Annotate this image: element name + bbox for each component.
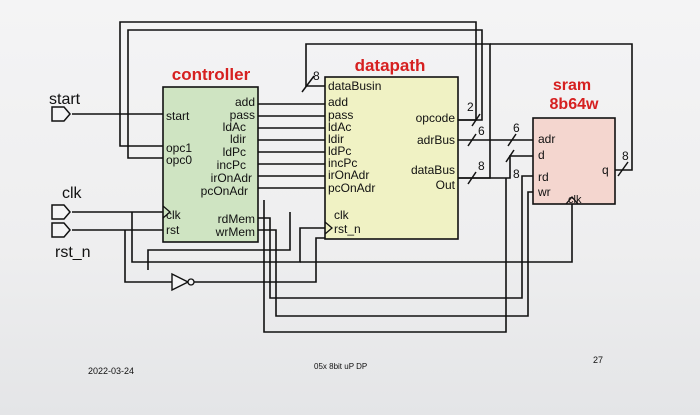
controller-pin-ldac: ldAc: [223, 120, 246, 134]
controller-input-pins: start opc1 opc0 clk rst: [166, 109, 192, 237]
datapath-pin-out: Out: [436, 178, 456, 192]
datapath-pin-clk: clk: [334, 208, 350, 222]
datapath-pin-ldpc: ldPc: [328, 144, 351, 158]
rst-n-signal-label: rst_n: [55, 244, 91, 261]
controller-pin-opc1: opc1: [166, 141, 192, 155]
rst-port-arrow: [51, 222, 71, 238]
sram-pin-clk: clk: [568, 194, 582, 206]
datapath-pin-rst-n: rst_n: [334, 222, 361, 236]
sram-pin-rd: rd: [538, 170, 549, 184]
datapath-pin-databusin: dataBusin: [328, 79, 381, 93]
clk-port-arrow: [51, 204, 71, 220]
sram-block: [532, 117, 616, 205]
controller-pin-pass: pass: [230, 108, 255, 122]
bus-width-labels: 8 2 6 6 8 8 8: [313, 69, 629, 181]
datapath-pin-ldir: ldir: [328, 132, 344, 146]
controller-pin-add: add: [235, 95, 255, 109]
datapath-input-pins: dataBusin add pass ldAc ldir ldPc incPc …: [328, 79, 381, 236]
datapath-pin-pass: pass: [328, 108, 353, 122]
sram-clock-symbol: [565, 196, 579, 205]
bus-width-sram-adr: 6: [513, 121, 520, 135]
datapath-clock-symbol: [324, 221, 333, 235]
wires: [72, 21, 633, 333]
controller-pin-pconadr: pcOnAdr: [201, 184, 248, 198]
controller-pin-rdmem: rdMem: [218, 212, 255, 226]
controller-pin-ldpc: ldPc: [223, 145, 246, 159]
datapath-pin-pconadr: pcOnAdr: [328, 181, 375, 195]
datapath-pin-ironadr: irOnAdr: [328, 168, 369, 182]
footer-caption: 05x 8bit uP DP: [314, 362, 367, 371]
datapath-block: [324, 76, 459, 240]
bus-width-opcode: 2: [467, 100, 474, 114]
datapath-pin-databus: dataBus: [411, 163, 455, 177]
controller-pin-incpc: incPc: [217, 158, 246, 172]
start-port-arrow: [51, 106, 71, 122]
controller-pin-rst: rst: [166, 223, 180, 237]
bus-width-adrbus: 6: [478, 124, 485, 138]
controller-pin-opc0: opc0: [166, 153, 192, 167]
datapath-title: datapath: [355, 56, 426, 75]
controller-title: controller: [172, 65, 251, 84]
start-signal-label: start: [49, 91, 81, 108]
controller-block: [162, 86, 259, 243]
datapath-pin-ldac: ldAc: [328, 120, 351, 134]
controller-pin-start: start: [166, 109, 190, 123]
datapath-pin-opcode: opcode: [416, 111, 456, 125]
inverter: [171, 272, 195, 292]
port-arrows: [51, 106, 71, 238]
controller-output-pins: add pass ldAc ldir ldPc incPc irOnAdr pc…: [201, 95, 255, 239]
bus-width-databus: 8: [478, 159, 485, 173]
sram-title: sram: [553, 77, 591, 94]
datapath-pin-adrbus: adrBus: [417, 133, 455, 147]
controller-pin-ironadr: irOnAdr: [211, 171, 252, 185]
sram-pin-adr: adr: [538, 132, 555, 146]
clk-signal-label: clk: [62, 185, 83, 202]
bus-width-databus-in: 8: [313, 69, 320, 83]
controller-pin-ldir: ldir: [230, 132, 246, 146]
controller-pin-wrmem: wrMem: [215, 225, 255, 239]
sram-pin-d: d: [538, 148, 545, 162]
controller-pin-clk: clk: [166, 208, 182, 222]
sram-pin-q: q: [602, 163, 609, 177]
bus-width-sram-q: 8: [622, 149, 629, 163]
sram-pins: adr d rd wr clk q: [537, 132, 609, 206]
footer-page-number: 27: [593, 355, 603, 365]
datapath-pin-add: add: [328, 95, 348, 109]
footer-date: 2022-03-24: [88, 366, 134, 376]
sram-subtitle: 8b64w: [550, 96, 599, 113]
sram-pin-wr: wr: [537, 185, 551, 199]
bus-slashes: [301, 75, 629, 185]
controller-clock-symbol: [162, 205, 171, 219]
datapath-output-pins: opcode adrBus dataBus Out: [411, 111, 456, 192]
bus-width-sram-d: 8: [513, 167, 520, 181]
datapath-pin-incpc: incPc: [328, 156, 357, 170]
